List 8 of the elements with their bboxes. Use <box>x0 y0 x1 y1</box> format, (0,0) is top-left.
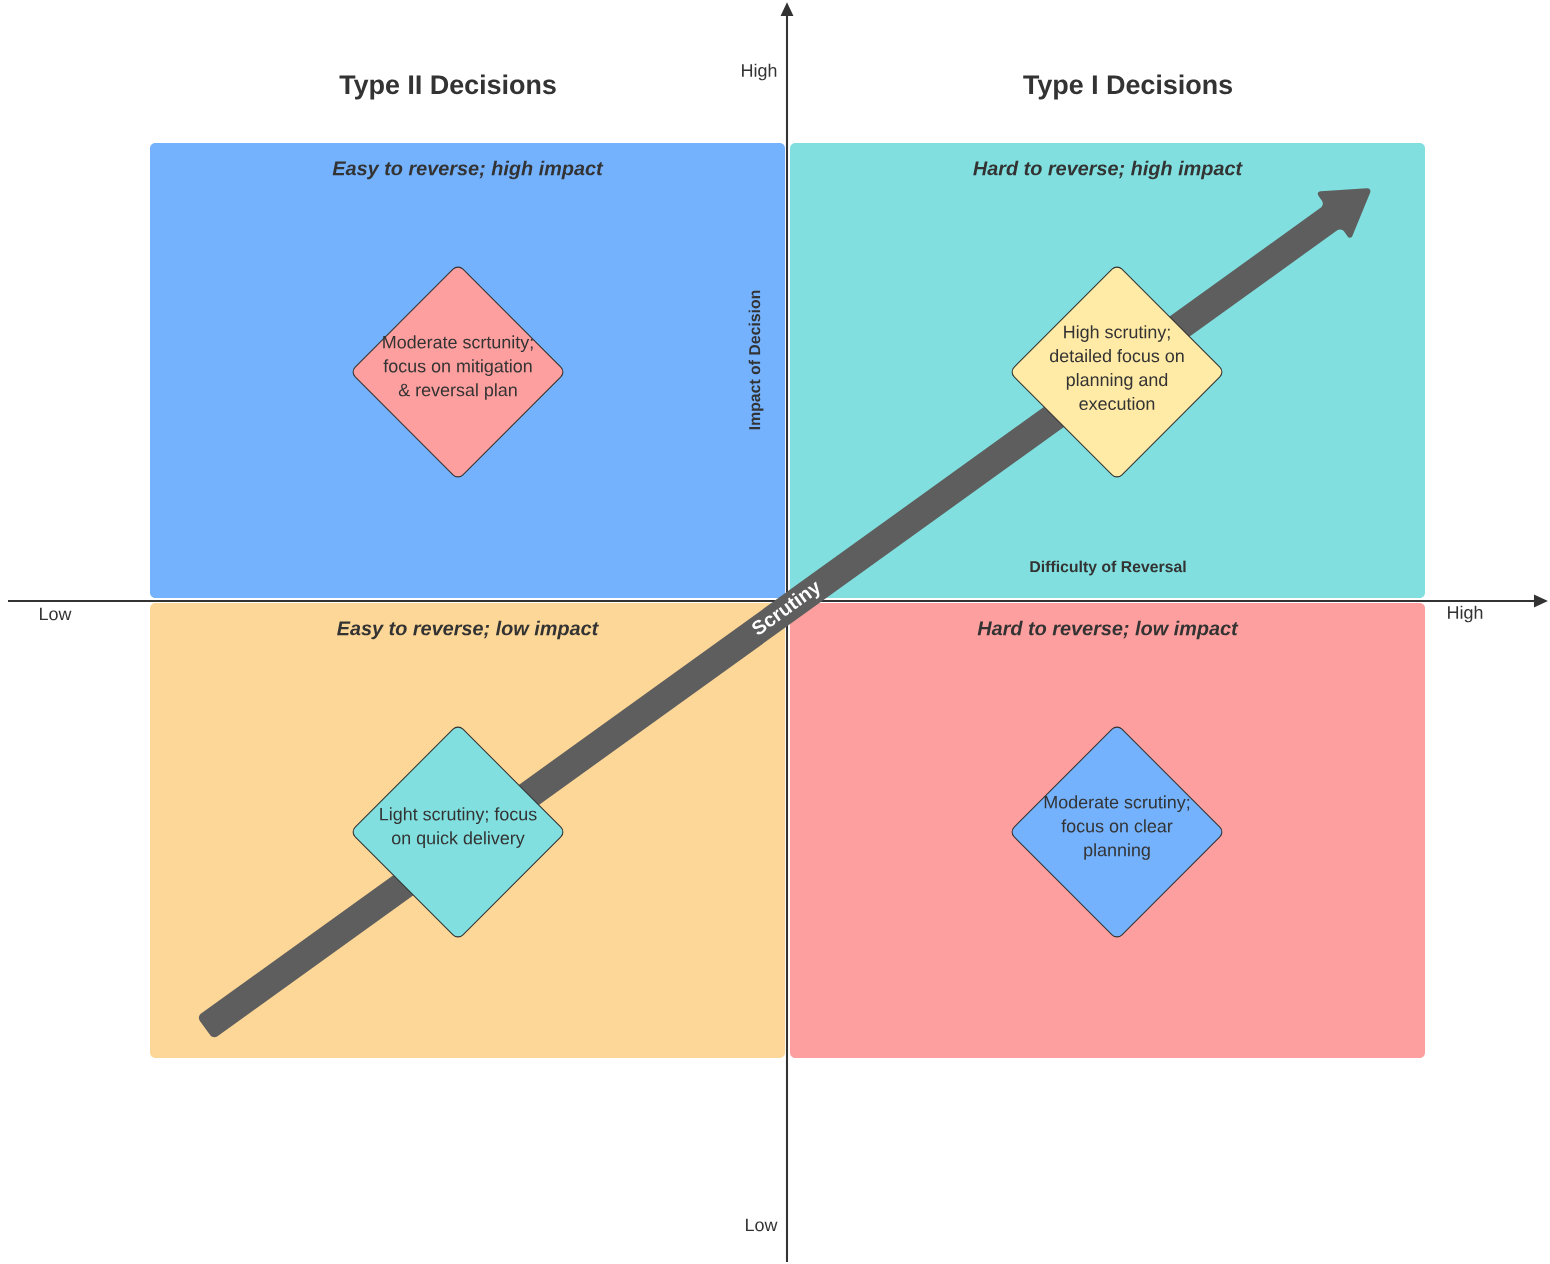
quadrant-group-title: Type II Decisions <box>339 74 556 100</box>
quadrant-group-title: Type I Decisions <box>1023 74 1232 100</box>
axis-label: Low <box>746 1218 778 1232</box>
axis-title: Difficulty of Reversal <box>1030 560 1186 576</box>
axis-label: High <box>1448 605 1483 623</box>
axis-label: Low <box>40 607 72 621</box>
axis-title: Impact of Decision <box>748 290 764 430</box>
axis-label: High <box>742 63 777 81</box>
